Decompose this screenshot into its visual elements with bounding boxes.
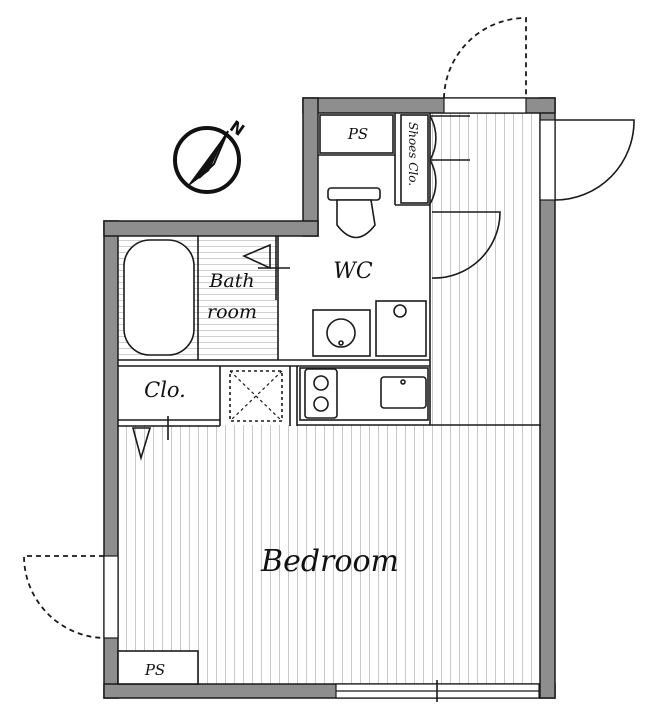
shoes-closet-box: [400, 114, 429, 204]
east-door-swing: [554, 119, 635, 201]
fridge-space-icon: [229, 370, 283, 422]
entrance-door-opening: [443, 97, 527, 114]
ps-top-box: [319, 114, 394, 154]
east-door-opening: [539, 119, 556, 201]
wc-label: WC: [333, 259, 373, 284]
bathroom-label-line2: room: [207, 301, 257, 323]
side-window-opening: [103, 555, 119, 639]
hallway-floor: [430, 112, 541, 426]
bathroom-label-line1: Bath: [208, 270, 254, 292]
ps-top-label: PS: [347, 125, 368, 143]
entrance-door-swing: [443, 17, 527, 99]
bathroom-door-swing: [242, 243, 271, 270]
interior-walls: [118, 113, 541, 427]
kitchen-counter: [299, 367, 429, 421]
toilet-tank: [327, 187, 381, 201]
bedroom-label: Bedroom: [260, 544, 399, 579]
bedroom-floor: [117, 425, 541, 685]
washer-space-icon: [375, 300, 427, 357]
stove-icon: [304, 368, 338, 419]
closet-door-swing: [131, 427, 152, 461]
hall-door-swing: [431, 211, 501, 279]
wash-basin-icon: [312, 309, 371, 357]
bathtub-icon: [123, 239, 195, 356]
ps-bottom-label: PS: [144, 661, 165, 679]
ps-bottom-box: [117, 650, 199, 685]
closet-label: Clo.: [144, 378, 186, 402]
north-arrow-icon: N: [173, 117, 248, 194]
toilet-icon: [336, 199, 376, 239]
shoes-closet-label: Shoes Clo.: [406, 122, 420, 186]
shoes-closet-doors: [429, 115, 470, 205]
side-door-swing: [23, 555, 105, 639]
kitchen-sink-icon: [380, 376, 427, 409]
